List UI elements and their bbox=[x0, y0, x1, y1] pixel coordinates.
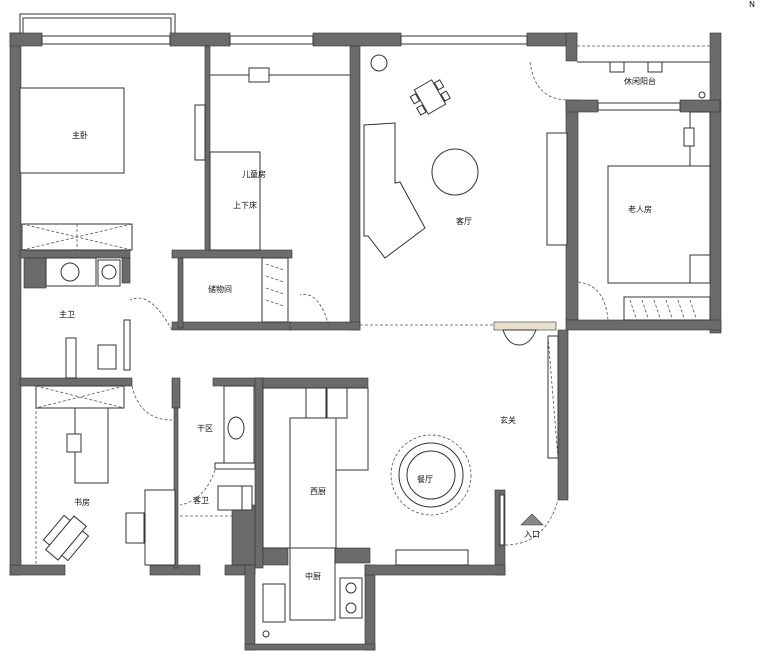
label-elder-room: 老人房 bbox=[628, 204, 652, 214]
label-study: 书房 bbox=[74, 497, 90, 507]
walls bbox=[9, 32, 722, 651]
elder-room-furniture bbox=[577, 111, 711, 321]
master-bath-fixtures bbox=[23, 257, 131, 379]
coffee-table bbox=[431, 148, 479, 196]
label-master-bath: 主卫 bbox=[59, 309, 75, 319]
wardrobe bbox=[623, 296, 711, 321]
label-dining-room: 餐厅 bbox=[417, 475, 433, 484]
compass-north: N bbox=[749, 0, 755, 9]
chinese-kitchen-fixtures bbox=[262, 547, 363, 638]
label-storage: 储物间 bbox=[208, 284, 232, 294]
study-furniture bbox=[35, 385, 176, 566]
label-guest-bath: 客卫 bbox=[193, 495, 209, 505]
label-western-kitchen: 西厨 bbox=[310, 487, 326, 496]
top-balcony bbox=[19, 13, 176, 33]
tv-cabinet bbox=[194, 104, 206, 161]
label-bunk-bed: 上下床 bbox=[233, 200, 257, 210]
bed bbox=[19, 87, 125, 174]
sink bbox=[262, 583, 286, 623]
label-living-room: 客厅 bbox=[456, 216, 472, 226]
windows bbox=[41, 35, 681, 331]
label-master-bedroom: 主卧 bbox=[72, 130, 88, 140]
kitchen-dining-furniture bbox=[262, 335, 559, 566]
guest-bath-fixtures bbox=[179, 385, 256, 517]
label-kids-room: 儿童房 bbox=[242, 169, 266, 179]
entrance-icon bbox=[520, 513, 544, 526]
storage-furniture bbox=[129, 257, 331, 331]
label-foyer: 玄关 bbox=[500, 415, 516, 425]
label-leisure-balcony: 休闲阳台 bbox=[624, 76, 656, 86]
living-room-furniture bbox=[360, 54, 568, 346]
kids-room-furniture bbox=[209, 67, 350, 251]
stove bbox=[339, 577, 363, 619]
piano bbox=[144, 489, 176, 566]
label-entrance: 入口 bbox=[524, 530, 540, 539]
table-chairs bbox=[409, 79, 451, 116]
tv-cabinet bbox=[546, 132, 568, 246]
label-dry-area: 干区 bbox=[197, 424, 213, 433]
sofa bbox=[363, 122, 426, 259]
bunk-bed bbox=[209, 151, 261, 251]
master-bedroom-furniture bbox=[19, 87, 206, 251]
label-chinese-kitchen: 中厨 bbox=[305, 571, 321, 581]
leisure-balcony-area bbox=[529, 45, 710, 101]
